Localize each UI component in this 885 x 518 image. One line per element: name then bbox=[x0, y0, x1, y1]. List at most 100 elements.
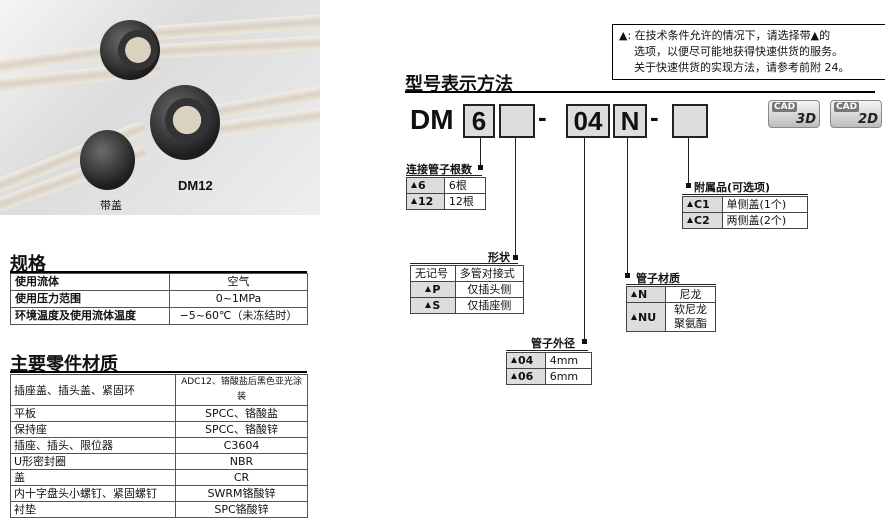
material-part: 衬垫 bbox=[10, 501, 176, 518]
model-prefix: DM bbox=[410, 104, 454, 135]
quick-delivery-icon bbox=[425, 286, 432, 292]
option-desc: 两侧盖(2个) bbox=[721, 212, 809, 229]
spec-key: 环境温度及使用流体温度 bbox=[10, 307, 170, 325]
leader-dot bbox=[686, 183, 691, 188]
shape-title: 形状 bbox=[488, 251, 510, 264]
tube-material-title: 管子材质 bbox=[636, 272, 680, 285]
code-dash: - bbox=[650, 102, 659, 132]
material-value: SPCC、铬酸锌 bbox=[175, 421, 308, 438]
divider bbox=[10, 271, 307, 273]
material-part: 盖 bbox=[10, 469, 176, 486]
leader-line bbox=[627, 138, 628, 276]
leader-line bbox=[410, 263, 518, 264]
accessory-title: 附属品(可选项) bbox=[694, 181, 771, 194]
material-value: SPC铬酸锌 bbox=[175, 501, 308, 518]
cad-label: CAD bbox=[834, 102, 860, 112]
table-row: 使用压力范围 0~1MPa bbox=[10, 290, 308, 308]
spec-title: 规格 bbox=[10, 254, 46, 275]
option-code: 12 bbox=[406, 193, 445, 210]
code-box-material: N bbox=[613, 104, 647, 138]
material-part: U形密封圈 bbox=[10, 453, 176, 470]
divider bbox=[10, 371, 307, 373]
divider bbox=[405, 91, 875, 93]
spec-key: 使用压力范围 bbox=[10, 290, 170, 308]
quick-delivery-icon bbox=[631, 291, 637, 297]
model-label: DM12 bbox=[178, 178, 213, 193]
quick-delivery-icon bbox=[411, 198, 417, 204]
od-title: 管子外径 bbox=[531, 337, 575, 350]
option-code: C1 bbox=[682, 196, 723, 213]
photo-caption: 带盖 bbox=[100, 199, 122, 212]
option-code: P bbox=[410, 281, 456, 298]
cad-3d-icon[interactable]: CAD 3D bbox=[768, 100, 820, 128]
leader-dot bbox=[625, 273, 630, 278]
quick-delivery-icon bbox=[631, 313, 637, 320]
option-code: 04 bbox=[506, 352, 546, 369]
table-row: 使用流体 空气 bbox=[10, 273, 308, 291]
material-value: CR bbox=[175, 469, 308, 486]
quick-delivery-icon bbox=[425, 302, 432, 308]
option-code: C2 bbox=[682, 212, 723, 229]
leader-dot bbox=[478, 165, 483, 170]
code-box-accessory bbox=[672, 104, 708, 138]
leader-dot bbox=[582, 339, 587, 344]
material-part: 保持座 bbox=[10, 421, 176, 438]
code-box-od: 04 bbox=[566, 104, 610, 138]
cad-dim-label: 3D bbox=[796, 112, 816, 127]
tubes-title: 连接管子根数 bbox=[406, 163, 472, 176]
material-value: SPCC、铬酸盐 bbox=[175, 405, 308, 422]
leader-line bbox=[682, 194, 808, 195]
material-value: C3604 bbox=[175, 437, 308, 454]
note-line: 选项，以便尽可能地获得快速供货的服务。 bbox=[634, 45, 843, 58]
quick-delivery-note: ▲: 在技术条件允许的情况下，请选择带▲的 选项，以便尽可能地获得快速供货的服务… bbox=[612, 24, 885, 80]
option-desc: 尼龙 bbox=[665, 286, 716, 303]
quick-delivery-icon bbox=[687, 217, 693, 223]
material-part: 插座、插头、限位器 bbox=[10, 437, 176, 454]
option-code: NU bbox=[626, 302, 666, 332]
leader-dot bbox=[513, 255, 518, 260]
option-code: 06 bbox=[506, 368, 546, 385]
cad-dim-label: 2D bbox=[858, 112, 878, 127]
leader-line bbox=[506, 350, 588, 351]
quick-delivery-icon bbox=[687, 201, 693, 207]
option-code: 无记号 bbox=[410, 265, 456, 282]
option-desc: 4mm bbox=[544, 352, 593, 369]
material-part: 平板 bbox=[10, 405, 176, 422]
cad-label: CAD bbox=[772, 102, 798, 112]
option-desc: 仅插座侧 bbox=[454, 297, 525, 314]
materials-section: 主要零件材质 bbox=[10, 350, 118, 376]
material-value: NBR bbox=[175, 453, 308, 470]
option-desc: 仅插头侧 bbox=[454, 281, 525, 298]
cad-2d-icon[interactable]: CAD 2D bbox=[830, 100, 882, 128]
quick-delivery-icon bbox=[511, 357, 517, 363]
spec-key: 使用流体 bbox=[10, 273, 170, 291]
spec-value: 空气 bbox=[169, 273, 308, 291]
option-desc: 6根 bbox=[443, 177, 487, 194]
leader-line bbox=[406, 175, 482, 176]
materials-title: 主要零件材质 bbox=[10, 354, 118, 375]
material-value: ADC12、铬酸盐后黑色亚光涂装 bbox=[175, 374, 308, 406]
quick-delivery-icon bbox=[511, 373, 517, 379]
option-desc: 12根 bbox=[443, 193, 487, 210]
model-title: 型号表示方法 bbox=[405, 74, 513, 95]
option-desc: 软尼龙聚氨酯 bbox=[665, 302, 716, 332]
note-line: 关于快速供货的实现方法，请参考前附 24。 bbox=[634, 61, 850, 74]
